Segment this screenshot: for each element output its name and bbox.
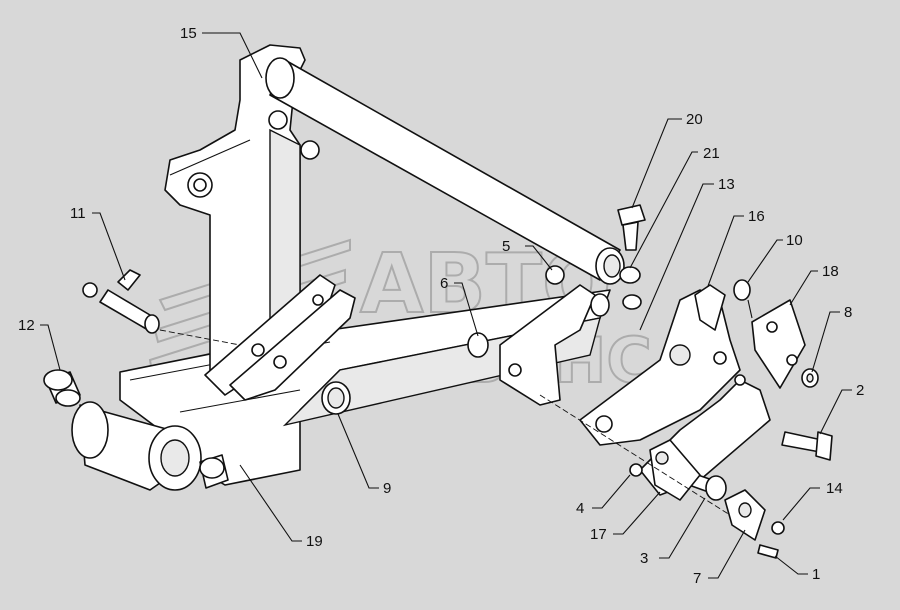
callout-4: 4 <box>576 500 584 517</box>
cross-tube <box>265 57 641 285</box>
callout-18: 18 <box>822 263 839 280</box>
callout-14: 14 <box>826 480 843 497</box>
nut-4 <box>629 463 643 477</box>
callout-13: 13 <box>718 176 735 193</box>
callout-3: 3 <box>640 550 648 567</box>
pin-11 <box>82 269 241 346</box>
callout-11: 11 <box>70 205 86 222</box>
callout-labels: 15 20 21 13 16 10 18 8 5 6 11 12 9 19 2 … <box>18 25 864 587</box>
plate-7 <box>724 489 766 541</box>
bolt-20 <box>617 204 646 251</box>
bolt-2 <box>781 431 833 461</box>
callout-8: 8 <box>844 304 852 321</box>
callout-1: 1 <box>812 566 820 583</box>
callout-12: 12 <box>18 317 35 334</box>
bushing-12 <box>43 369 81 407</box>
plate-17 <box>649 439 701 501</box>
washer-8 <box>801 368 819 388</box>
clip-10 <box>733 279 753 319</box>
callout-10: 10 <box>786 232 803 249</box>
callout-21: 21 <box>703 145 720 162</box>
leader-lines <box>40 32 852 579</box>
plate-18 <box>751 299 806 389</box>
callout-19: 19 <box>306 533 323 550</box>
callout-17: 17 <box>590 526 607 543</box>
washer-9 <box>321 381 351 415</box>
nut-14 <box>771 521 785 535</box>
bolt-1 <box>757 544 779 559</box>
callout-20: 20 <box>686 111 703 128</box>
callout-16: 16 <box>748 208 765 225</box>
bracket-plates <box>204 274 356 401</box>
callout-15: 15 <box>180 25 197 42</box>
callout-7: 7 <box>693 570 701 587</box>
assembly-axis <box>539 394 731 516</box>
callout-5: 5 <box>502 238 510 255</box>
callout-2: 2 <box>856 382 864 399</box>
callout-9: 9 <box>383 480 391 497</box>
bracket-15 <box>164 44 320 371</box>
callout-6: 6 <box>440 275 448 292</box>
lever-arm <box>467 265 642 406</box>
